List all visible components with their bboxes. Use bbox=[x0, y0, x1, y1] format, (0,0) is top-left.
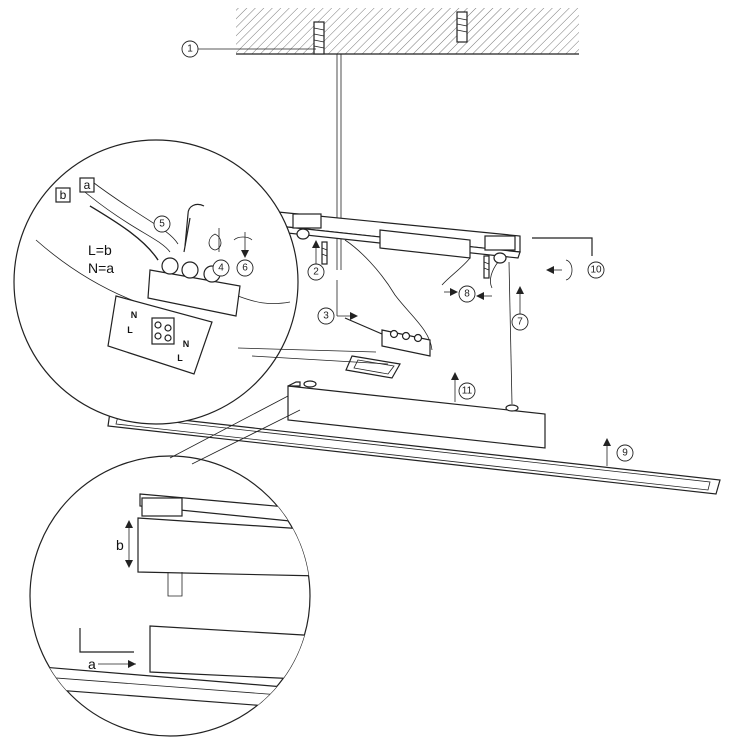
detail-connector-top bbox=[237, 347, 377, 353]
screw-2 bbox=[321, 241, 328, 265]
callout-10: 10 bbox=[587, 261, 605, 279]
svg-text:4: 4 bbox=[218, 263, 224, 274]
terminal-l-bottom: L bbox=[177, 353, 183, 363]
svg-text:6: 6 bbox=[242, 263, 248, 274]
mounting-detail bbox=[29, 455, 311, 737]
box-a-label: a bbox=[84, 178, 91, 192]
arrow-4 bbox=[208, 228, 222, 252]
led-panel bbox=[107, 411, 721, 495]
box-b-label: b bbox=[60, 188, 67, 202]
detail-connector-right bbox=[191, 409, 301, 465]
screw-8 bbox=[483, 255, 490, 279]
ground-wire bbox=[441, 257, 471, 286]
arrow-6 bbox=[233, 232, 253, 258]
terminal-n-top: N bbox=[131, 310, 138, 320]
arrow-10 bbox=[546, 259, 573, 281]
callout-5: 5 bbox=[153, 215, 171, 233]
svg-text:9: 9 bbox=[622, 448, 628, 459]
callout-7: 7 bbox=[511, 313, 529, 331]
detail-connector-bottom bbox=[251, 355, 389, 365]
svg-text:1: 1 bbox=[187, 44, 193, 55]
supply-wire bbox=[344, 239, 433, 351]
hex-key bbox=[532, 237, 593, 256]
arrow-2 bbox=[312, 240, 320, 264]
detail-label-a: a bbox=[88, 656, 96, 672]
wall-plug-right bbox=[456, 11, 468, 43]
box-b bbox=[55, 187, 71, 203]
ground-wire-2 bbox=[490, 261, 499, 289]
callout-4: 4 bbox=[212, 259, 230, 277]
arrow-9 bbox=[603, 438, 611, 466]
wiring-rule-l: L=b bbox=[88, 242, 112, 258]
svg-text:8: 8 bbox=[464, 289, 470, 300]
terminal-l-top: L bbox=[127, 325, 133, 335]
arrow-3 bbox=[336, 280, 358, 320]
box-a bbox=[79, 177, 95, 193]
wiring-rule-n: N=a bbox=[88, 260, 114, 276]
terminal-block bbox=[344, 317, 431, 357]
wiring-detail bbox=[13, 139, 299, 425]
callout-3: 3 bbox=[317, 307, 335, 325]
callout-2: 2 bbox=[307, 263, 325, 281]
callout-1: 1 bbox=[181, 40, 199, 58]
callout-9: 9 bbox=[616, 444, 634, 462]
svg-text:2: 2 bbox=[313, 267, 319, 278]
arrow-11 bbox=[451, 372, 459, 402]
callout-11: 11 bbox=[458, 382, 476, 400]
lamp-housing bbox=[287, 380, 546, 449]
detail-connector-left bbox=[169, 395, 289, 459]
svg-text:10: 10 bbox=[590, 265, 602, 276]
suspension-wire bbox=[508, 261, 513, 405]
svg-text:5: 5 bbox=[159, 219, 165, 230]
arrows-8 bbox=[444, 288, 492, 300]
terminal-n-bottom: N bbox=[183, 339, 190, 349]
detail-label-b: b bbox=[116, 537, 124, 553]
svg-text:11: 11 bbox=[462, 386, 473, 397]
ceiling bbox=[236, 8, 579, 55]
arrow-7 bbox=[516, 286, 524, 314]
wall-plug-left bbox=[313, 21, 325, 55]
callout-8: 8 bbox=[458, 285, 476, 303]
terminal-cover bbox=[345, 355, 401, 379]
mounting-bracket bbox=[277, 211, 521, 264]
svg-text:7: 7 bbox=[517, 317, 523, 328]
callout-6: 6 bbox=[236, 259, 254, 277]
svg-text:3: 3 bbox=[323, 311, 329, 322]
